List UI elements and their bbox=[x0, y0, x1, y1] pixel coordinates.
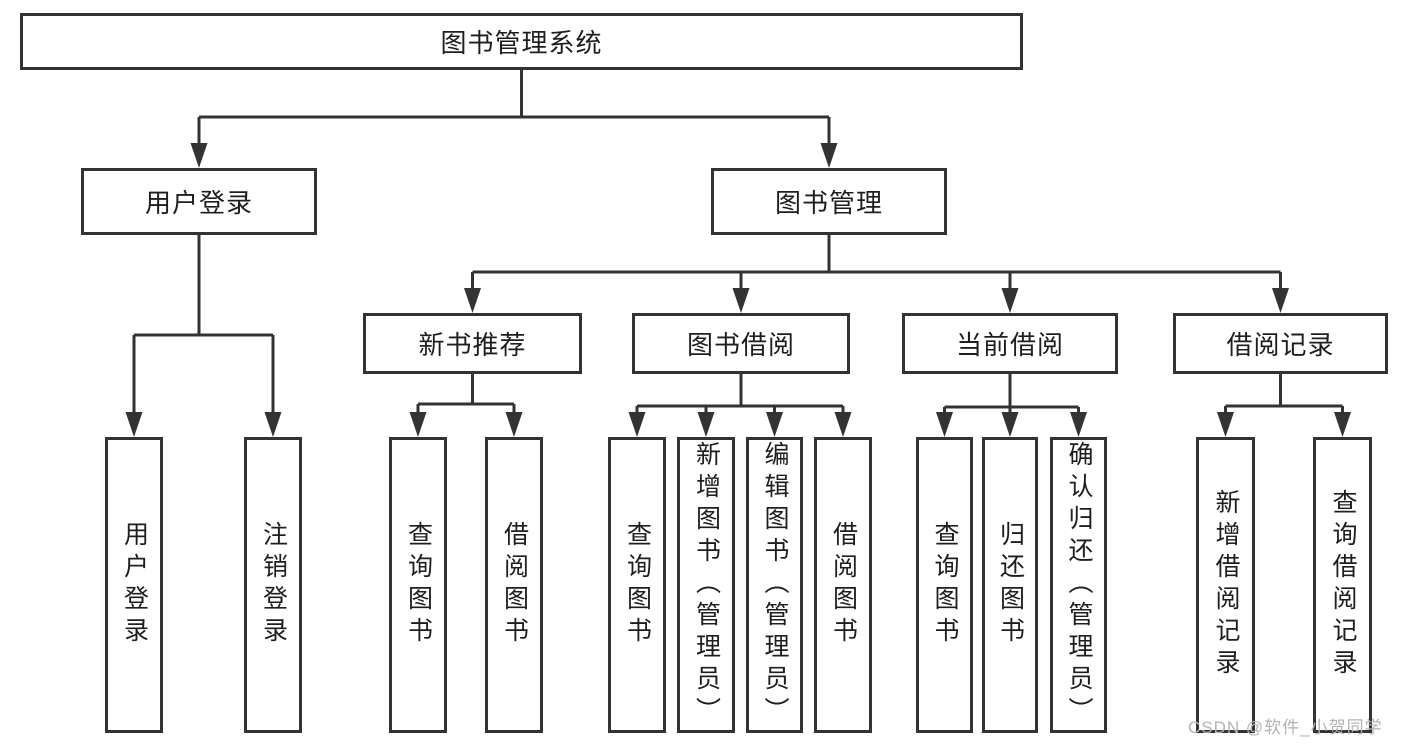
leaf-add-borrow-record-label: 新增借阅记录 bbox=[1212, 489, 1240, 681]
leaf-edit-books-admin-label: 编辑图书（管理员） bbox=[761, 441, 789, 729]
leaf-query-books-current: 查询图书 bbox=[916, 437, 973, 733]
leaf-return-books: 归还图书 bbox=[982, 437, 1038, 733]
node-user-login-branch: 用户登录 bbox=[81, 168, 317, 235]
leaf-query-books-recommend-label: 查询图书 bbox=[404, 521, 433, 649]
node-user-login-branch-label: 用户登录 bbox=[144, 188, 253, 218]
leaf-borrow-books-borrowing-label: 借阅图书 bbox=[829, 521, 858, 649]
leaf-query-books-current-label: 查询图书 bbox=[931, 521, 959, 649]
node-current-borrowing-label: 当前借阅 bbox=[955, 330, 1064, 360]
node-book-management-branch-label: 图书管理 bbox=[774, 188, 883, 218]
leaf-return-books-label: 归还图书 bbox=[996, 521, 1025, 649]
leaf-query-borrow-record-label: 查询借阅记录 bbox=[1329, 489, 1357, 681]
leaf-edit-books-admin: 编辑图书（管理员） bbox=[746, 437, 803, 733]
leaf-confirm-return-admin: 确认归还（管理员） bbox=[1050, 437, 1107, 733]
node-borrow-records-label: 借阅记录 bbox=[1226, 330, 1335, 360]
node-book-borrowing-label: 图书借阅 bbox=[686, 330, 795, 360]
leaf-logout-login: 注销登录 bbox=[244, 437, 302, 733]
leaf-query-books-borrowing: 查询图书 bbox=[608, 437, 666, 733]
node-root-system: 图书管理系统 bbox=[20, 13, 1023, 70]
node-book-borrowing: 图书借阅 bbox=[632, 313, 850, 374]
leaf-user-login: 用户登录 bbox=[105, 437, 163, 733]
leaf-borrow-books-borrowing: 借阅图书 bbox=[814, 437, 872, 733]
watermark: CSDN @软件_小贺同学 bbox=[1188, 718, 1383, 737]
node-borrow-records: 借阅记录 bbox=[1173, 313, 1388, 374]
leaf-borrow-books-recommend-label: 借阅图书 bbox=[500, 521, 529, 649]
node-book-management-branch: 图书管理 bbox=[711, 168, 947, 235]
node-new-book-recommend: 新书推荐 bbox=[363, 313, 582, 374]
leaf-add-books-admin-label: 新增图书（管理员） bbox=[692, 441, 721, 729]
leaf-confirm-return-admin-label: 确认归还（管理员） bbox=[1065, 441, 1093, 729]
leaf-query-borrow-record: 查询借阅记录 bbox=[1313, 437, 1372, 733]
leaf-query-books-recommend: 查询图书 bbox=[389, 437, 447, 733]
leaf-query-books-borrowing-label: 查询图书 bbox=[623, 521, 652, 649]
leaf-add-books-admin: 新增图书（管理员） bbox=[677, 437, 735, 733]
leaf-add-borrow-record: 新增借阅记录 bbox=[1196, 437, 1255, 733]
node-root-system-label: 图书管理系统 bbox=[440, 28, 603, 58]
leaf-borrow-books-recommend: 借阅图书 bbox=[485, 437, 543, 733]
leaf-logout-login-label: 注销登录 bbox=[259, 521, 288, 649]
leaf-user-login-label: 用户登录 bbox=[120, 521, 149, 649]
node-current-borrowing: 当前借阅 bbox=[902, 313, 1118, 374]
node-new-book-recommend-label: 新书推荐 bbox=[418, 330, 527, 360]
